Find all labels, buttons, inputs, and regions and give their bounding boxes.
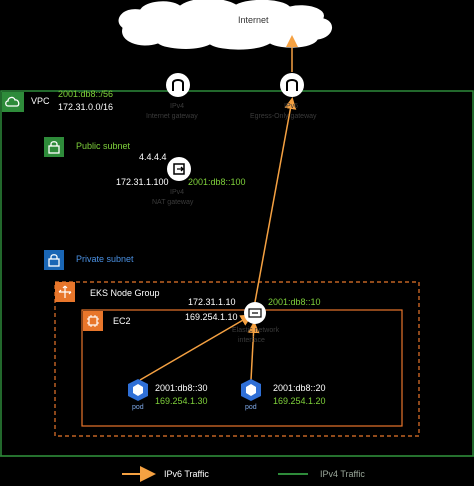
pod1-link-local: 169.254.1.30 [155,396,208,406]
legend-ipv4: IPv4 Traffic [320,469,365,479]
eni-ipv6: 2001:db8::10 [268,297,321,307]
node-group-boundary [54,281,420,437]
lock-icon [44,250,64,270]
network-interface-icon [244,302,266,324]
ec2-boundary [81,309,403,427]
nat-ipv6: 2001:db8::100 [188,177,246,187]
vpc-ipv6-cidr: 2001:db8::/56 [58,89,114,99]
public-subnet-label: Public subnet [76,141,131,151]
nat-public-ip: 4.4.4.4 [139,152,167,162]
node-group-label: EKS Node Group [90,288,160,298]
pod-icon [127,378,149,402]
internet-cloud [117,0,333,51]
nat-private-ip: 172.31.1.100 [116,177,169,187]
eigw-line1: IPv6 [284,103,299,110]
eni-ipv4: 172.31.1.10 [188,297,236,307]
chip-icon [83,311,103,331]
igw-line1: IPv4 [170,103,185,110]
eigw-line2: Egress-Only gateway [250,113,317,120]
nat-gateway-icon [167,157,191,181]
internet-gateway-icon [166,73,190,97]
cloud-icon [2,92,24,112]
eni-link-local: 169.254.1.10 [185,312,238,322]
igw-line2: Internet gateway [146,113,198,120]
egress-gateway-icon [280,73,304,97]
pod1-type: pod [132,404,144,411]
eni-line2: interface [238,337,265,344]
pod2-link-local: 169.254.1.20 [273,396,326,406]
private-subnet-label: Private subnet [76,254,134,264]
internet-label: Internet [238,15,269,25]
pod-icon [240,378,262,402]
nat-line1: IPv4 [170,189,185,196]
legend-ipv6: IPv6 Traffic [164,469,209,479]
ec2-label: EC2 [113,316,131,326]
eni-line1: Elastic network [232,327,280,334]
pod1-ipv6: 2001:db8::30 [155,383,208,393]
nat-line2: NAT gateway [152,199,194,206]
vpc-label: VPC [31,96,50,106]
pod2-type: pod [245,404,257,411]
auto-scaling-icon [55,282,75,302]
lock-icon [44,137,64,157]
pod2-ipv6: 2001:db8::20 [273,383,326,393]
vpc-ipv4-cidr: 172.31.0.0/16 [58,102,114,112]
